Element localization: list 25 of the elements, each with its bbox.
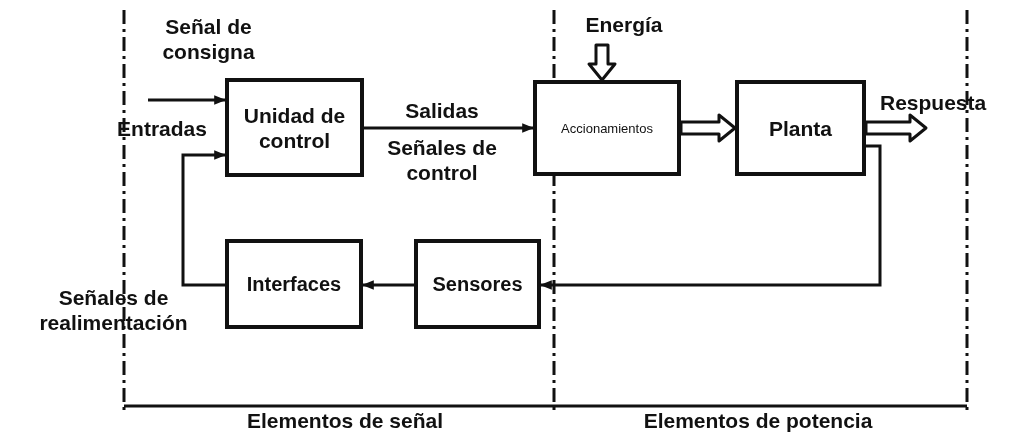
text-label: Entradas (116, 116, 208, 141)
block-label: Interfaces (246, 271, 342, 297)
block-box (414, 239, 541, 329)
input-label: Energía (585, 11, 663, 37)
block-box (225, 78, 364, 177)
arrow (181, 150, 227, 287)
block-box (735, 80, 866, 176)
block-box (533, 80, 681, 176)
block-box (225, 239, 363, 329)
text-label: Señales de realimentación (38, 285, 189, 335)
block-label: Unidad de control (242, 102, 347, 153)
block-label: Planta (769, 115, 832, 141)
block-label: Sensores (432, 271, 523, 297)
hollow-arrow (864, 113, 928, 143)
text-label: Elementos de señal (245, 408, 445, 433)
text-label: Señales de control (386, 135, 498, 185)
block-label: Accionamientos (561, 119, 653, 138)
hollow-arrow (587, 43, 617, 82)
hollow-arrow (679, 113, 737, 143)
edge-label: Respuesta (879, 90, 988, 115)
arrow (148, 95, 227, 105)
text-label: Señal de consigna (161, 14, 256, 64)
arrow (364, 123, 535, 133)
text-label: Elementos de potencia (642, 408, 874, 433)
text-label: Salidas (404, 98, 480, 123)
